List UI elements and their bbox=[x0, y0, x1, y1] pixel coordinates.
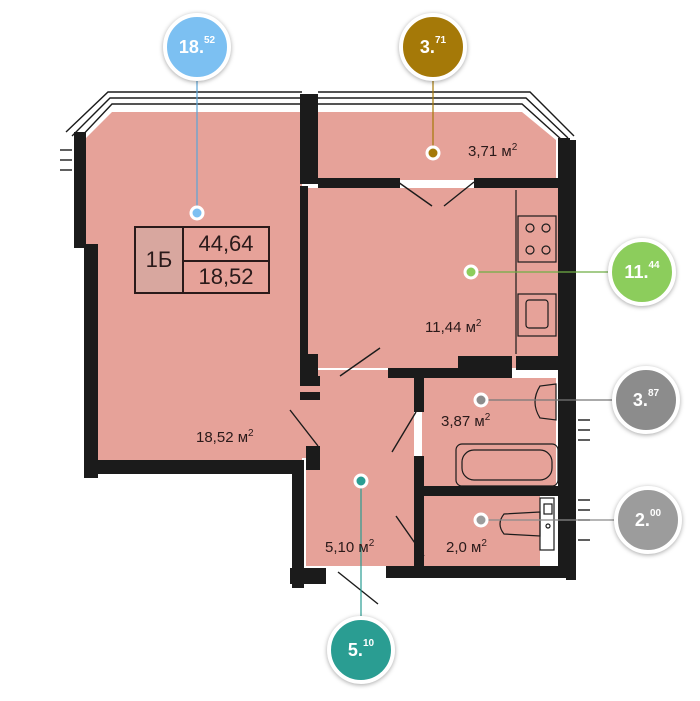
hall-area-label: 5,10 м2 bbox=[325, 538, 375, 556]
apartment-living-area: 18,52 bbox=[198, 264, 254, 289]
toilet-area-label: 2,0 м2 bbox=[446, 538, 487, 556]
apartment-info-box: 1Б 44,64 18,52 bbox=[134, 226, 270, 294]
bathroom-area-label: 3,87 м2 bbox=[441, 412, 491, 430]
hall-fill bbox=[306, 370, 414, 566]
walls bbox=[74, 94, 576, 588]
living-room-area-badge[interactable]: 18.52 bbox=[163, 13, 231, 81]
toilet-fill bbox=[422, 494, 540, 566]
bathtub-icon bbox=[455, 443, 559, 487]
kitchen-area-badge[interactable]: 11.44 bbox=[608, 238, 676, 306]
window-frames bbox=[60, 91, 590, 541]
living-room-area-label: 18,52 м2 bbox=[196, 428, 254, 446]
kitchen-fill bbox=[308, 188, 558, 368]
balcony-fill bbox=[318, 112, 556, 180]
apartment-type: 1Б bbox=[136, 228, 184, 292]
hall-marker bbox=[353, 473, 369, 489]
bathroom-marker bbox=[473, 392, 489, 408]
toilet-area-badge[interactable]: 2.00 bbox=[614, 486, 682, 554]
kitchen-marker bbox=[463, 264, 479, 280]
toilet-marker bbox=[473, 512, 489, 528]
bathroom-fill bbox=[422, 378, 556, 488]
kitchen-area-label: 11,44 м2 bbox=[425, 318, 482, 336]
living-room-fill bbox=[86, 112, 302, 460]
room-markers bbox=[189, 145, 489, 528]
balcony-marker bbox=[425, 145, 441, 161]
hall-area-badge[interactable]: 5.10 bbox=[327, 616, 395, 684]
washbasin-icon bbox=[534, 383, 557, 421]
sink-icon bbox=[517, 293, 557, 337]
bathroom-fixtures bbox=[455, 383, 559, 551]
bathroom-area-badge[interactable]: 3.87 bbox=[612, 366, 680, 434]
stove-icon bbox=[517, 215, 557, 263]
living-room-marker bbox=[189, 205, 205, 221]
apartment-total-area: 44,64 bbox=[184, 228, 268, 262]
door-swings bbox=[289, 181, 475, 605]
balcony-area-label: 3,71 м2 bbox=[468, 142, 518, 160]
balcony-area-badge[interactable]: 3.71 bbox=[399, 13, 467, 81]
